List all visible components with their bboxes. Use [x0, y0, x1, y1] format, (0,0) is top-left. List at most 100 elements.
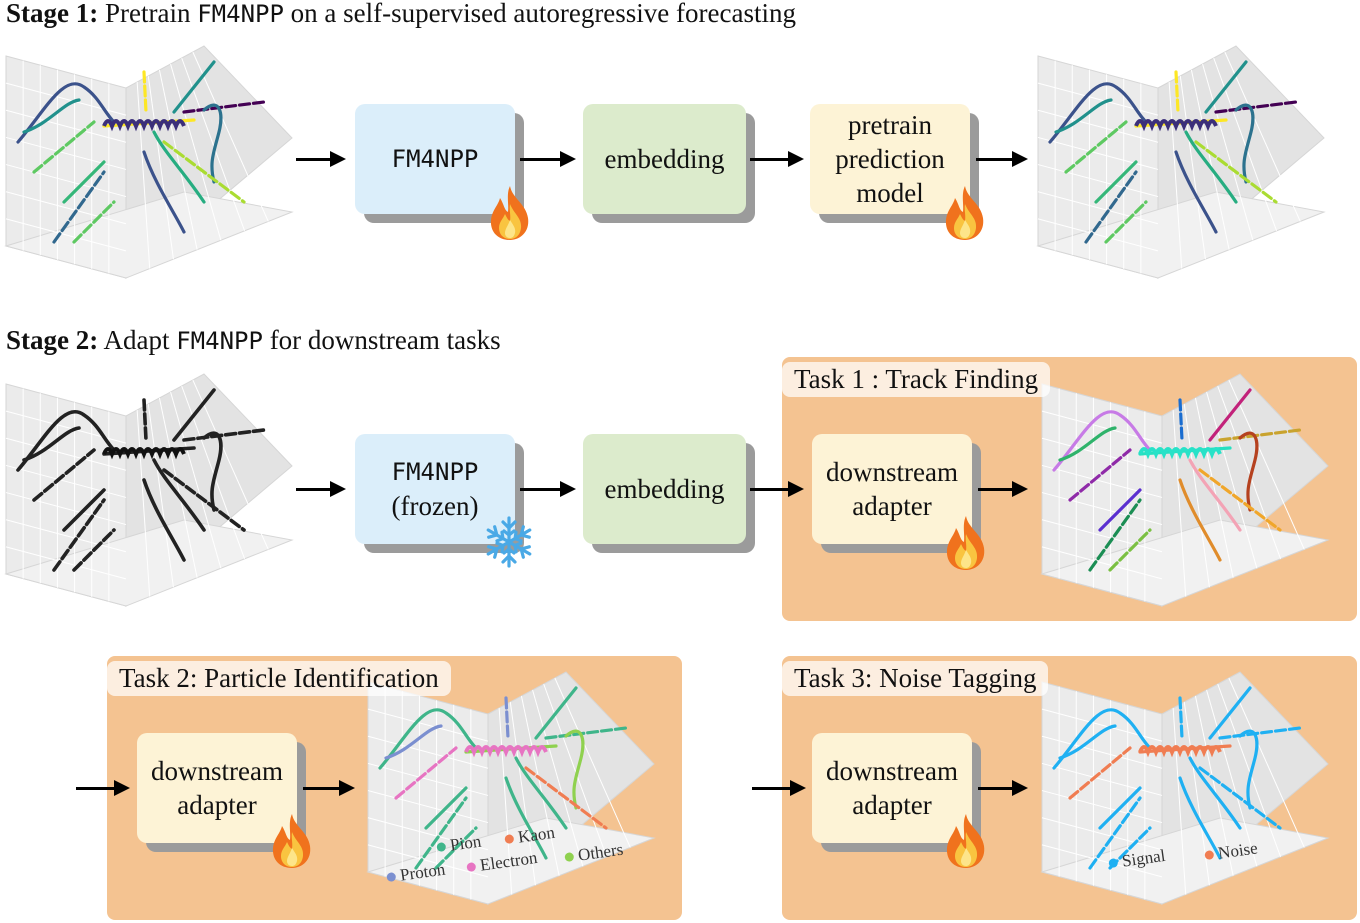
track-8 [1088, 796, 1142, 870]
downstream-adapter-task1: downstream adapter [812, 434, 972, 544]
adapter-label-line1: downstream [151, 756, 283, 786]
adapter-label-line2: adapter [852, 790, 932, 820]
track-12 [142, 478, 186, 562]
arrow-adapter-to-pid [303, 780, 355, 796]
arrow-adapter-to-noise [978, 780, 1028, 796]
track-6 [514, 756, 568, 830]
downstream-adapter-task2: downstream adapter [137, 733, 297, 843]
stage1-text-a: Pretrain [104, 0, 191, 28]
track-10 [504, 696, 510, 740]
plot-floor [1036, 191, 1326, 279]
looping-track [1134, 119, 1218, 132]
plot-grid-line [1190, 69, 1230, 250]
plot-grid-line [1228, 677, 1305, 848]
plot-grid-line [147, 75, 174, 260]
plot-grid-line [1037, 136, 1159, 170]
adapter-label-line1: downstream [826, 457, 958, 487]
fire-icon [945, 186, 984, 240]
track-6 [1188, 756, 1242, 830]
fire-icon [946, 814, 985, 868]
stage1-text-b: on a self-supervised autoregressive fore… [290, 0, 796, 28]
legend-item: Others [564, 840, 624, 865]
plot-grid-line [136, 409, 151, 597]
track-12 [142, 150, 186, 234]
event-plot-noise-tagging [1040, 671, 1330, 906]
track-12 [1178, 478, 1222, 562]
plot-grid-line [158, 397, 198, 578]
track-1 [384, 724, 443, 760]
adapter-label-line2: adapter [852, 491, 932, 521]
track-7 [162, 468, 246, 532]
track-7 [1198, 766, 1282, 830]
plot-grid-line [1172, 409, 1187, 597]
fm4npp-frozen-label: FM4NPP [391, 458, 479, 486]
plot-grid-line [1041, 464, 1163, 498]
fire-icon [490, 186, 529, 240]
track-2 [1064, 120, 1128, 174]
track-6 [1184, 130, 1238, 204]
track-8 [1088, 498, 1142, 572]
looping-track [102, 447, 186, 460]
task2-title: Task 2: Particle Identification [107, 661, 451, 696]
plot-grid-line [367, 735, 489, 769]
pretrain-prediction-model-box: pretrain prediction model [810, 104, 970, 214]
embedding-box-stage2: embedding [583, 434, 746, 544]
track-13 [72, 200, 116, 244]
plot-grid-line [136, 81, 151, 269]
track-7 [162, 140, 246, 204]
pretrain-label-line1: pretrain [848, 110, 932, 140]
track-9 [62, 160, 106, 204]
legend-marker [1108, 858, 1118, 868]
plot-floor [4, 191, 294, 279]
arrow-fm4npp-to-embedding-2 [520, 481, 576, 497]
plot-grid-line [5, 464, 127, 498]
legend-marker [504, 834, 514, 844]
plot-grid-line [1194, 397, 1234, 578]
track-10 [1174, 70, 1180, 114]
event-plot-input-colored [4, 45, 294, 280]
event-plot-particle-id [366, 671, 656, 906]
looping-track [1138, 447, 1222, 460]
legend-label: Electron [479, 848, 539, 875]
track-10 [1178, 696, 1184, 740]
track-1 [22, 426, 81, 462]
track-4 [182, 428, 266, 442]
track-0 [16, 410, 116, 472]
track-2 [1068, 746, 1132, 800]
plot-floor [1040, 519, 1330, 607]
arrow-raw-to-fm4npp [296, 481, 346, 497]
arrow-fm4npp-to-embedding [520, 151, 576, 167]
track-7 [524, 766, 608, 830]
track-9 [424, 786, 468, 830]
plot-grid-line [367, 817, 489, 851]
track-11 [534, 686, 578, 740]
plot-grid-line [158, 69, 198, 250]
snowflake-icon [486, 516, 532, 568]
plot-grid-line [554, 677, 631, 848]
track-1 [1054, 98, 1113, 134]
track-5 [202, 103, 223, 184]
legend-marker [466, 862, 476, 872]
track-10 [142, 398, 148, 442]
plot-grid-line [1041, 492, 1163, 526]
track-11 [172, 388, 216, 442]
plot-grid-line [509, 701, 536, 886]
adapter-label-line2: adapter [177, 790, 257, 820]
track-13 [1108, 528, 1152, 572]
embedding-box-stage1: embedding [583, 104, 746, 214]
arrow-pretrain-to-output [976, 151, 1028, 167]
track-5 [1238, 729, 1259, 810]
fm4npp-box: FM4NPP [355, 104, 515, 214]
plot-grid-line [5, 218, 127, 252]
legend-label: Proton [399, 860, 447, 885]
arrow-to-adapter-task2 [76, 780, 130, 796]
track-5 [202, 431, 223, 512]
track-7 [1198, 468, 1282, 532]
track-13 [434, 826, 478, 870]
plot-grid-line [1206, 391, 1258, 569]
track-4 [544, 726, 628, 740]
track-2 [32, 448, 96, 502]
frozen-label: (frozen) [391, 491, 479, 521]
track-0 [378, 708, 478, 770]
